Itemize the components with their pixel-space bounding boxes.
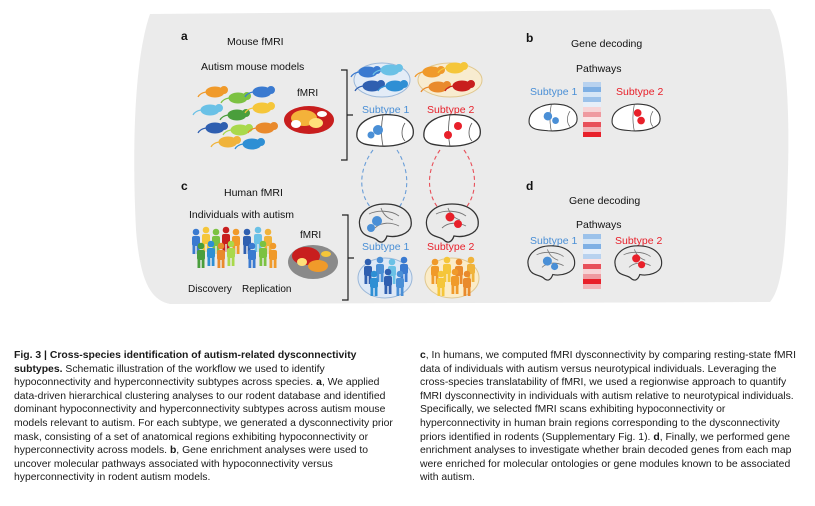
panel-b-pathway-heatmap xyxy=(583,82,601,137)
panel-d-brain-subtype2 xyxy=(614,245,663,281)
panel-a-title: Mouse fMRI xyxy=(227,36,284,48)
panel-c-replication: Replication xyxy=(242,284,291,295)
mid-human-subtype2: Subtype 2 xyxy=(427,241,474,253)
caption-letter-b: b xyxy=(169,445,177,457)
panel-c-fmri-label: fMRI xyxy=(300,230,321,241)
mouse-brain-subtype2 xyxy=(423,114,481,147)
subtype1-mouse-cluster xyxy=(350,62,411,98)
human-fmri-brain-icon xyxy=(288,245,338,279)
panel-d-title: Gene decoding xyxy=(569,195,640,207)
panel-d-brain-subtype1 xyxy=(527,245,576,281)
human-brain-subtype2 xyxy=(425,203,479,243)
caption-left-column: Fig. 3 | Cross-species identification of… xyxy=(14,349,396,485)
mid-mouse-subtype2: Subtype 2 xyxy=(427,104,474,116)
subtype2-people-cluster xyxy=(424,256,480,299)
figure-title: Cross-species identification of autism-r… xyxy=(14,350,357,375)
panel-d-pathway-heatmap xyxy=(583,234,601,289)
panel-c-group: Individuals with autism xyxy=(189,209,294,221)
caption-panel-c-text: , In humans, we computed fMRI dysconnect… xyxy=(420,350,796,443)
panel-b-title: Gene decoding xyxy=(571,38,642,50)
human-brain-subtype1 xyxy=(358,203,412,243)
caption-panel-a-text: , We applied data-driven hierarchical cl… xyxy=(14,377,393,457)
mouse-fmri-brain-icon xyxy=(284,106,334,134)
panel-a-letter: a xyxy=(181,29,188,43)
caption-letter-c: c xyxy=(420,350,426,361)
caption-panel-b-text: , Gene enrichment analyses were used to … xyxy=(14,445,369,484)
panel-c-bracket xyxy=(342,214,354,301)
panel-background xyxy=(134,9,789,304)
mid-mouse-subtype1: Subtype 1 xyxy=(362,104,409,116)
panel-b-subtype1: Subtype 1 xyxy=(530,86,577,98)
panel-b-subtype2: Subtype 2 xyxy=(616,86,663,98)
panel-d-letter: d xyxy=(526,179,533,193)
subtype1-cross-species-link xyxy=(361,149,408,211)
panel-c-title: Human fMRI xyxy=(224,187,283,199)
figure-label: Fig. 3 | xyxy=(14,350,50,361)
panel-b-brain-subtype2 xyxy=(611,103,661,132)
mouse-brain-subtype1 xyxy=(356,114,414,147)
panel-d-pathways: Pathways xyxy=(576,219,622,231)
caption-letter-d: d xyxy=(653,431,660,443)
panel-b-pathways: Pathways xyxy=(576,63,622,75)
panel-b-brain-subtype1 xyxy=(528,103,578,132)
subtype1-people-cluster xyxy=(357,256,413,299)
panel-d-subtype2: Subtype 2 xyxy=(615,235,662,247)
panel-b-letter: b xyxy=(526,31,533,45)
caption-letter-a: a xyxy=(316,377,322,389)
panel-a-group: Autism mouse models xyxy=(201,61,304,73)
subtype2-mouse-cluster xyxy=(414,61,483,98)
panel-a-fmri-label: fMRI xyxy=(297,88,318,99)
caption-intro: Schematic illustration of the workflow w… xyxy=(14,363,325,389)
caption-panel-d-text: , Finally, we performed gene enrichment … xyxy=(420,431,792,484)
panel-c-discovery: Discovery xyxy=(188,284,232,295)
mid-human-subtype1: Subtype 1 xyxy=(362,241,409,253)
panel-d-subtype1: Subtype 1 xyxy=(530,235,577,247)
panel-c-letter: c xyxy=(181,179,188,193)
workflow-figure: a Mouse fMRI Autism mouse models fMRI xyxy=(134,9,789,304)
subtype2-cross-species-link xyxy=(429,149,475,211)
panel-a-bracket xyxy=(341,69,353,161)
caption-right-column: c, In humans, we computed fMRI dysconnec… xyxy=(420,349,805,485)
